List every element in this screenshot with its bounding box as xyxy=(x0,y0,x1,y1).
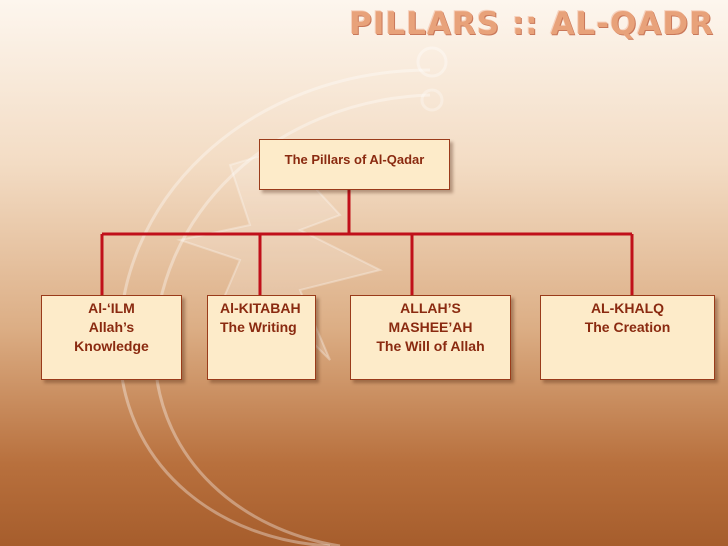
node-line: Knowledge xyxy=(74,338,149,354)
node-line: Al-‘ILM xyxy=(88,300,135,316)
node-al-ilm: Al-‘ILM Allah’s Knowledge xyxy=(41,295,182,380)
slide-title: PILLARS :: AL-QADR xyxy=(349,6,714,42)
node-line: Allah’s xyxy=(88,319,135,335)
node-line: ALLAH’S xyxy=(400,300,461,316)
node-line: AL-KHALQ xyxy=(590,300,665,316)
node-line: MASHEE’AH xyxy=(388,319,473,335)
node-line: The Creation xyxy=(584,319,671,335)
node-allahs-masheeah: ALLAH’S MASHEE’AH The Will of Allah xyxy=(350,295,511,380)
node-line: The Writing xyxy=(220,319,297,335)
root-node: The Pillars of Al-Qadar xyxy=(259,139,450,190)
root-node-label: The Pillars of Al-Qadar xyxy=(284,152,425,167)
node-al-kitabah: Al-KITABAH The Writing xyxy=(207,295,316,380)
node-line: Al-KITABAH xyxy=(220,300,301,316)
node-al-khalq: AL-KHALQ The Creation xyxy=(540,295,715,380)
node-line: The Will of Allah xyxy=(376,338,485,354)
